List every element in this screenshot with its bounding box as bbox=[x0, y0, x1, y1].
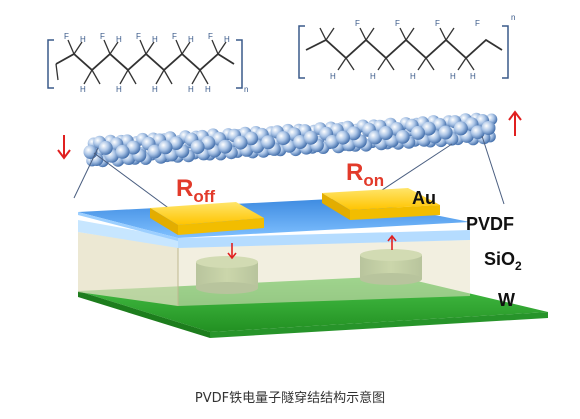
helix-sphere bbox=[98, 140, 113, 155]
bracket-left-close bbox=[236, 39, 243, 89]
backbone-left bbox=[55, 52, 235, 72]
bonds-right bbox=[319, 27, 475, 71]
r-off-main: R bbox=[176, 175, 193, 202]
helix-sphere bbox=[411, 125, 425, 140]
atom-f: F bbox=[136, 32, 141, 41]
r-on-label: Ron bbox=[346, 159, 384, 190]
atom-f: F bbox=[475, 19, 480, 28]
atom-h: H bbox=[330, 72, 336, 81]
subscript-n-left: n bbox=[244, 85, 248, 94]
helix-sphere bbox=[453, 121, 468, 136]
gold-electrode-right bbox=[322, 188, 440, 220]
helix-sphere bbox=[395, 130, 410, 144]
helix-sphere bbox=[261, 135, 276, 150]
helix-sphere bbox=[158, 140, 173, 155]
au-label: Au bbox=[412, 188, 436, 208]
helix-sphere bbox=[190, 140, 205, 155]
atom-h: H bbox=[116, 35, 122, 44]
r-on-sub: on bbox=[363, 171, 384, 190]
atom-h: H bbox=[410, 72, 416, 81]
helix-sphere bbox=[293, 135, 308, 149]
sio2-label: SiO2 bbox=[484, 249, 522, 273]
atom-h: H bbox=[205, 85, 211, 94]
atom-h: H bbox=[80, 35, 86, 44]
sio2-layer bbox=[78, 232, 470, 306]
atom-labels-right: F F F F H H H H H bbox=[330, 19, 480, 81]
bracket-right-open bbox=[298, 25, 305, 79]
atom-h: H bbox=[188, 35, 194, 44]
tunnel-arrow-down bbox=[227, 243, 237, 260]
r-off-sub: off bbox=[193, 187, 215, 206]
polarization-arrow-down bbox=[57, 135, 71, 160]
atom-h: H bbox=[152, 35, 158, 44]
tunnel-arrow-up bbox=[387, 234, 397, 250]
atom-f: F bbox=[395, 19, 400, 28]
atom-f: F bbox=[435, 19, 440, 28]
helix-sphere bbox=[244, 131, 259, 146]
helix-sphere bbox=[276, 131, 291, 146]
helix-sphere bbox=[83, 145, 98, 159]
atom-h: H bbox=[470, 72, 476, 81]
atom-h: H bbox=[370, 72, 376, 81]
bonds-left bbox=[55, 39, 227, 85]
helix-sphere bbox=[368, 130, 383, 145]
w-label: W bbox=[498, 290, 515, 310]
helix-sphere bbox=[126, 140, 141, 155]
helix-sphere bbox=[147, 144, 162, 159]
sio2-main: SiO bbox=[484, 249, 515, 269]
helix-sphere bbox=[346, 126, 361, 141]
atom-h: H bbox=[116, 85, 122, 94]
r-on-main: R bbox=[346, 159, 363, 186]
backbone-right bbox=[305, 38, 503, 60]
pvdf-label: PVDF bbox=[466, 214, 514, 234]
helix-sphere bbox=[325, 134, 340, 149]
helix-sphere bbox=[303, 130, 318, 145]
helix-sphere bbox=[115, 144, 130, 159]
molecule-right: n F F F F H H H H H bbox=[298, 13, 515, 81]
helix-sphere bbox=[233, 135, 248, 150]
molecule-left: n F F F F F H H H H H H H bbox=[47, 32, 248, 94]
atom-h: H bbox=[224, 35, 230, 44]
atom-h: H bbox=[188, 85, 194, 94]
atom-h: H bbox=[80, 85, 86, 94]
atom-f: F bbox=[208, 32, 213, 41]
atom-h: H bbox=[450, 72, 456, 81]
atom-f: F bbox=[100, 32, 105, 41]
atom-f: F bbox=[64, 32, 69, 41]
r-off-label: Roff bbox=[176, 175, 215, 206]
atom-h: H bbox=[152, 85, 158, 94]
gold-electrode-left bbox=[150, 202, 264, 235]
helix-sphere bbox=[481, 121, 496, 135]
helix-sphere bbox=[378, 126, 393, 140]
atom-f: F bbox=[172, 32, 177, 41]
polymer-helix bbox=[83, 112, 498, 168]
helix-sphere bbox=[336, 130, 350, 145]
helix-sphere bbox=[218, 139, 233, 154]
helix-sphere bbox=[201, 135, 216, 150]
bracket-left-open bbox=[47, 39, 54, 89]
polarization-arrow-up bbox=[508, 110, 522, 136]
atom-f: F bbox=[355, 19, 360, 28]
helix-sphere bbox=[169, 136, 184, 151]
subscript-n-right: n bbox=[511, 13, 515, 22]
helix-sphere bbox=[421, 121, 436, 136]
sio2-sub: 2 bbox=[515, 259, 522, 273]
helix-sphere bbox=[438, 125, 453, 140]
figure-caption: PVDF铁电量子隧穿结结构示意图 bbox=[194, 391, 386, 406]
bracket-right-close bbox=[502, 25, 509, 79]
atom-labels-left: F F F F F H H H H H H H H H H bbox=[64, 32, 230, 94]
pvdf-underlayer bbox=[78, 220, 470, 248]
helix-sphere bbox=[470, 125, 485, 140]
